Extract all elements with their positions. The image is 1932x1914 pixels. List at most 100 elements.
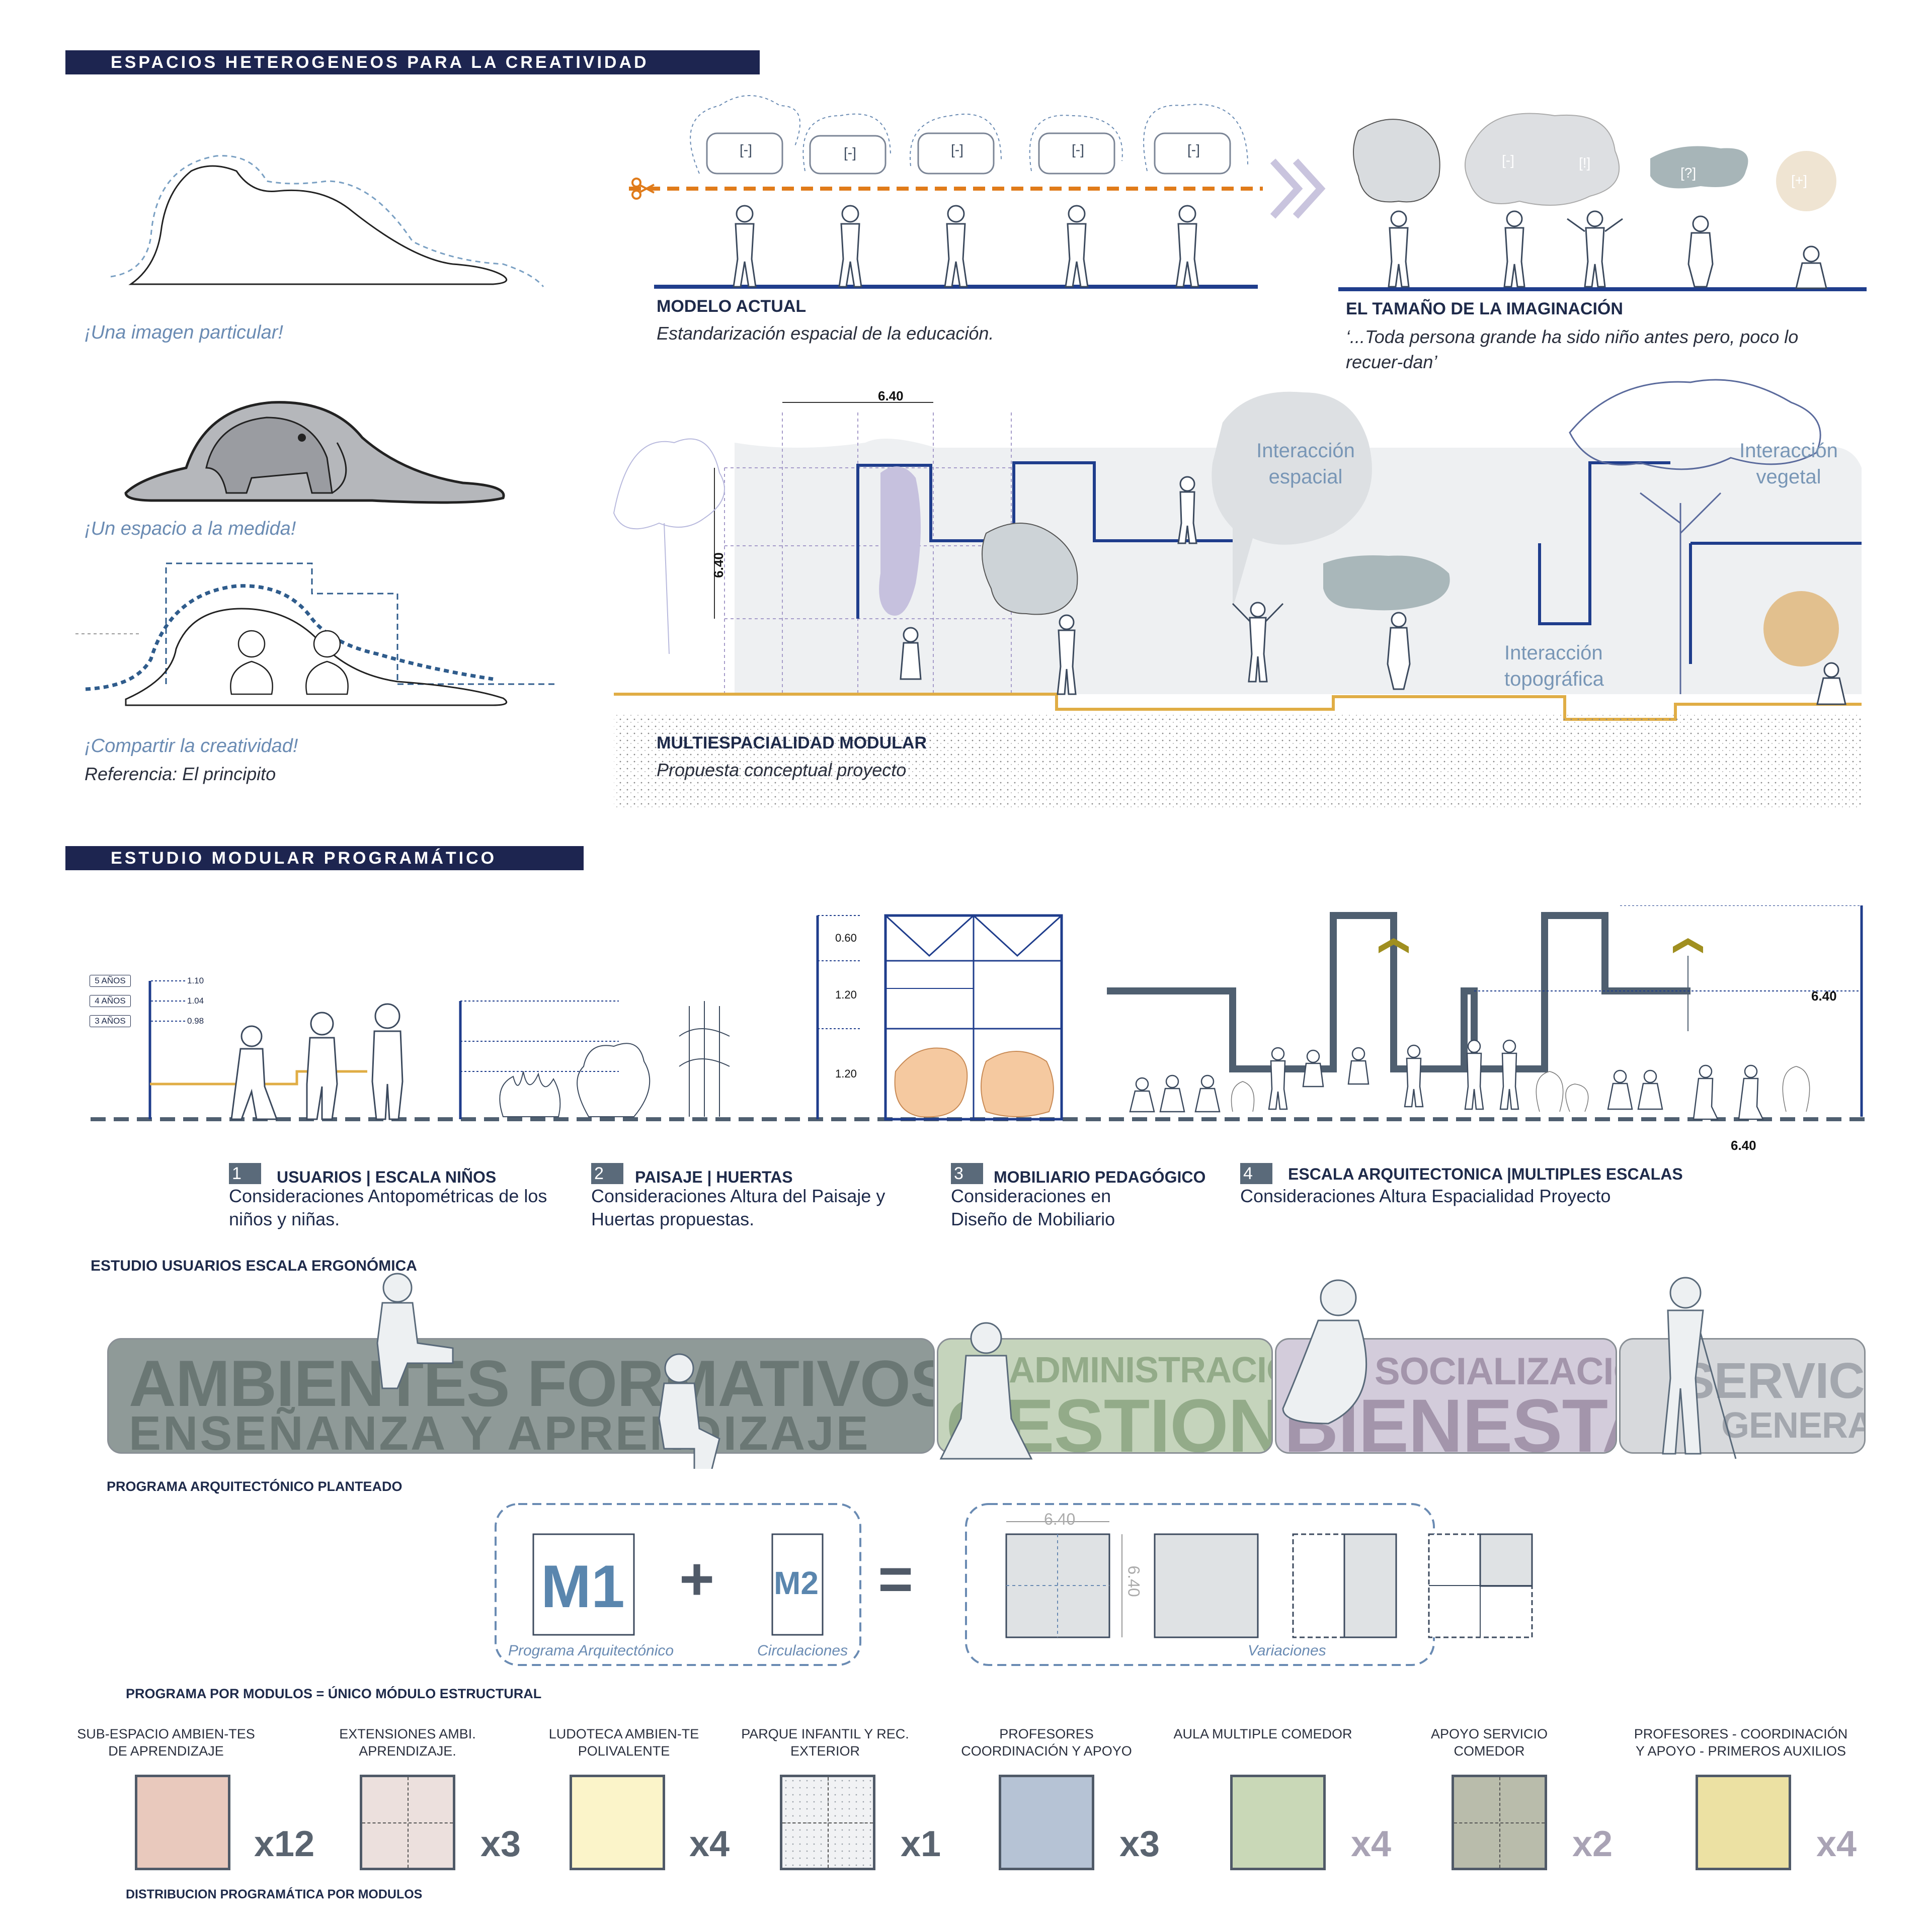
category-title-4: ESCALA ARQUITECTONICA |MULTIPLES ESCALAS [1288,1165,1683,1183]
multiespacialidad-subtitle: Propuesta conceptual proyecto [657,760,907,780]
band2-small: ADMINISTRACIÓN [1009,1350,1271,1390]
chevron-right-icon [1270,158,1326,219]
category-badge-2: 2 [591,1163,623,1184]
dist-box-7 [1452,1775,1547,1870]
dist-box-8 [1696,1775,1791,1870]
dist-label-4: PARQUE INFANTIL Y REC. EXTERIOR [741,1726,909,1759]
category-badge-4: 4 [1240,1163,1272,1184]
dist-box-2 [360,1775,455,1870]
category-title-2: PAISAJE | HUERTAS [635,1168,793,1186]
variation-dim-h: 6.40 [1044,1510,1076,1528]
dist-box-3 [570,1775,665,1870]
age-tag-5: 5 AÑOS [90,975,131,987]
dist-count-2: x3 [480,1824,521,1864]
m2-caption: Circulaciones [757,1642,848,1659]
category-title-3: MOBILIARIO PEDAGÓGICO [994,1168,1206,1186]
dist-label-5: PROFESORES COORDINACIÓN Y APOYO [961,1726,1132,1759]
dist-label-1: SUB-ESPACIO AMBIEN-TES DE APRENDIZAJE [77,1726,255,1759]
multi-dim-top: 6.40 [878,388,904,403]
caption-imagen-particular: ¡Una imagen particular! [85,322,283,343]
dist-count-6: x4 [1351,1824,1392,1864]
bubble-label-2: [-] [844,145,856,160]
label-interaccion-espacial: Interacción espacial [1256,440,1355,488]
furniture-dim-0-60: 0.60 [835,932,857,944]
band1-line1: AMBIENTES FORMATIVOS DE [129,1347,935,1420]
age-tag-3: 3 AÑOS [90,1015,131,1027]
distribucion-caption: DISTRIBUCION PROGRAMÁTICA POR MODULOS [126,1887,423,1901]
m1-caption: Programa Arquitectónico [508,1642,674,1659]
m2-label: M2 [774,1565,819,1601]
arch-dim-width: 6.40 [1731,1138,1756,1153]
band1-line2: ENSEÑANZA Y APRENDIZAJE [129,1406,870,1454]
dist-count-5: x3 [1119,1824,1160,1864]
programa-planteado-caption: PROGRAMA ARQUITECTÓNICO PLANTEADO [107,1479,403,1494]
age-value-5: 1.10 [187,976,204,985]
caption-referencia: Referencia: El principito [85,764,276,784]
caption-compartir-creatividad: ¡Compartir la creatividad! [85,735,298,757]
modelo-actual-title: MODELO ACTUAL [657,297,807,316]
multiespacialidad-title: MULTIESPACIALIDAD MODULAR [657,733,927,753]
bubble-label-5: [-] [1187,142,1200,157]
age-value-4: 1.04 [187,996,204,1006]
dist-box-5 [999,1775,1094,1870]
tamano-imaginacion-quote: ‘...Toda persona grande ha sido niño ant… [1346,326,1799,372]
category-title-1: USUARIOS | ESCALA NIÑOS [277,1168,497,1186]
variations-caption: Variaciones [1248,1642,1326,1659]
dist-count-4: x1 [901,1824,941,1864]
category-desc-3: Consideraciones en Diseño de Mobiliario [951,1186,1115,1229]
furniture-dim-1-20-a: 1.20 [835,988,857,1001]
bubble-label-4: [-] [1072,142,1084,157]
band-ambientes-formativos: AMBIENTES FORMATIVOS DE ENSEÑANZA Y APRE… [107,1338,935,1454]
imaginacion-diagram [1338,113,1867,291]
plus-sign: + [679,1545,715,1613]
band4-line1: SERVICIOS [1681,1353,1865,1409]
age-value-3: 0.98 [187,1016,204,1026]
category-desc-1: Consideraciones Antopométricas de los ni… [229,1186,547,1229]
shared-creativity-drawing [75,562,558,706]
bubble-label-3: [-] [951,142,963,157]
module-equation-frames [495,1503,1533,1666]
imaginacion-bubble-1: [-] [1502,152,1514,168]
category-badge-1: 1 [229,1163,261,1184]
label-interaccion-topografica: Interacción topográfica [1504,642,1604,690]
equals-sign: = [878,1545,914,1613]
imaginacion-bubble-3: [?] [1680,165,1697,181]
band-servicios-generales: SERVICIOS GENERALES [1619,1338,1866,1454]
category-desc-4: Consideraciones Altura Espacialidad Proy… [1240,1186,1611,1206]
dist-count-7: x2 [1572,1824,1613,1864]
dist-label-8: PROFESORES - COORDINACIÓN Y APOYO - PRIM… [1634,1726,1848,1759]
dist-label-3: LUDOTECA AMBIEN-TE POLIVALENTE [548,1726,699,1759]
scale-section-diagram [91,905,1872,1121]
dist-count-3: x4 [689,1824,730,1864]
dist-label-6: AULA MULTIPLE COMEDOR [1173,1726,1352,1741]
label-interaccion-vegetal: Interacción vegetal [1739,440,1838,488]
bubble-label-1: [-] [740,142,752,157]
arch-dim-height: 6.40 [1811,988,1837,1004]
section-banner-creatividad: ESPACIOS HETEROGENEOS PARA LA CREATIVIDA… [65,50,760,74]
band-people-overlay [376,1273,1737,1469]
dist-count-8: x4 [1816,1824,1857,1864]
furniture-dim-1-20-b: 1.20 [835,1067,857,1080]
imaginacion-bubble-4: [+] [1791,173,1807,188]
imaginacion-bubble-2: [!] [1579,155,1591,171]
modelo-actual-diagram [629,95,1263,289]
age-tag-4: 4 AÑOS [90,995,131,1007]
dist-label-7: APOYO SERVICIO COMEDOR [1430,1726,1548,1759]
dist-box-4 [780,1775,875,1870]
section-banner-estudio: ESTUDIO MODULAR PROGRAMÁTICO [65,846,584,870]
dist-count-1: x12 [254,1824,315,1864]
programa-modulos-caption: PROGRAMA POR MODULOS = ÚNICO MÓDULO ESTR… [126,1686,542,1701]
m1-label: M1 [541,1553,625,1620]
dist-label-2: EXTENSIONES AMBI. APRENDIZAJE. [339,1726,476,1759]
modelo-actual-subtitle: Estandarización espacial de la educación… [657,323,994,344]
boa-elephant-drawing [124,401,505,504]
boa-hat-drawing [110,155,544,287]
multi-dim-side: 6.40 [710,552,726,578]
multiespacialidad-diagram [613,379,1862,810]
dist-box-6 [1230,1775,1326,1870]
estudio-usuarios-caption: ESTUDIO USUARIOS ESCALA ERGONÓMICA [91,1258,417,1274]
category-badge-3: 3 [951,1163,983,1184]
band4-line2: GENERALES [1721,1405,1864,1446]
caption-espacio-medida: ¡Un espacio a la medida! [85,518,296,539]
category-desc-2: Consideraciones Altura del Paisaje y Hue… [591,1186,886,1229]
